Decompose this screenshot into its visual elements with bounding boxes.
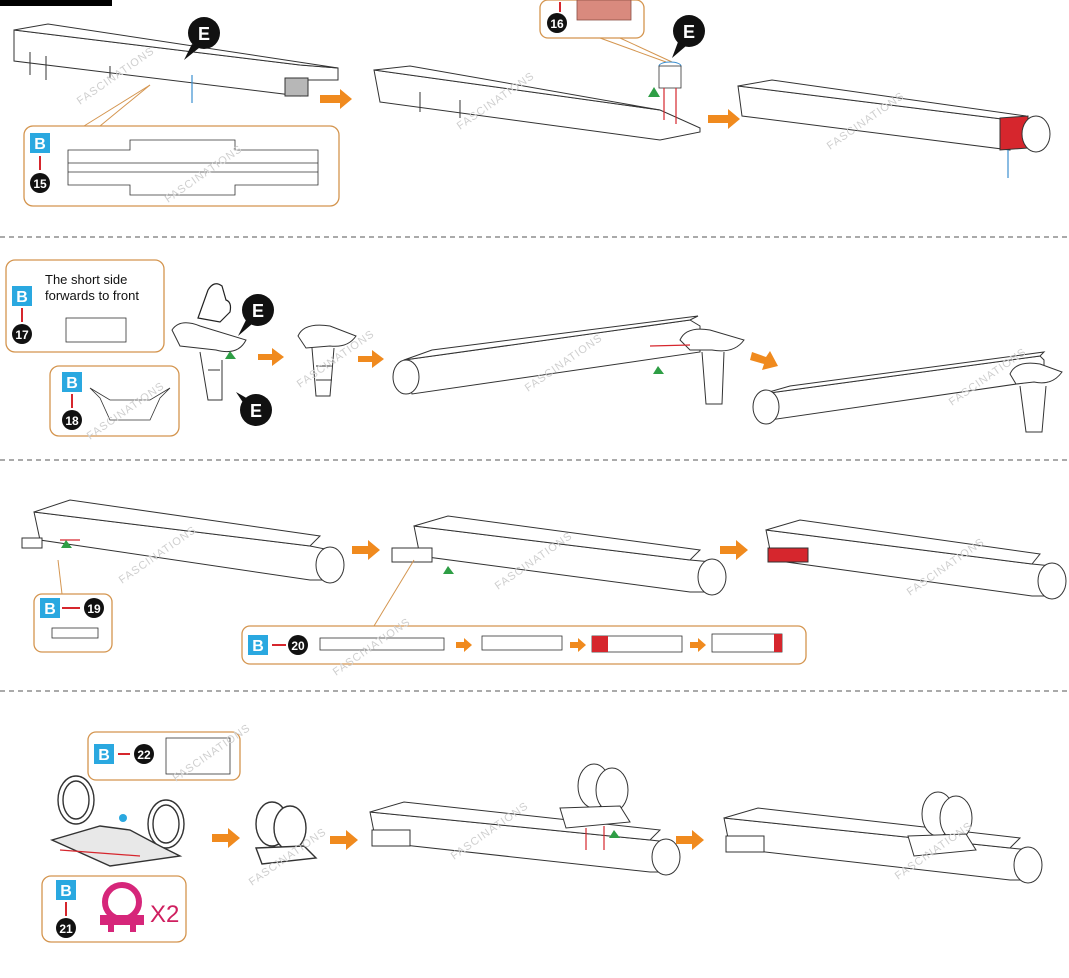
svg-text:15: 15 [33, 177, 47, 191]
orange-arrow-icon [358, 350, 384, 368]
orange-arrow-icon [352, 540, 380, 560]
part-label-B: B [56, 880, 76, 916]
flat-part-18 [89, 387, 171, 421]
flat-part-15 [67, 139, 319, 196]
part-label-B: B [62, 372, 82, 408]
svg-text:17: 17 [15, 328, 29, 342]
circled-number-icon: 16 [547, 13, 567, 33]
part-label-B: B [12, 286, 32, 322]
svg-text:21: 21 [59, 922, 73, 936]
svg-text:E: E [250, 401, 262, 421]
svg-text:B: B [34, 136, 46, 153]
ring-part-icon [100, 882, 144, 932]
pointing-hand-icon [197, 283, 232, 323]
beam-step19 [21, 499, 345, 584]
step17-note-line2: forwards to front [45, 288, 139, 303]
orange-arrow-icon [690, 638, 706, 652]
part-17-assembly [171, 322, 247, 401]
glue-dot [119, 814, 127, 822]
flat-part-19 [51, 627, 99, 639]
circled-number-icon: 17 [12, 324, 32, 344]
orange-arrow-icon [676, 830, 704, 850]
part-label-B: B [30, 133, 50, 170]
orange-arrow-icon [212, 828, 240, 848]
flat-part-22 [165, 737, 231, 775]
part-label-B: B [40, 598, 80, 618]
double-ring-part [255, 801, 318, 865]
svg-text:20: 20 [291, 639, 305, 653]
orange-arrow-icon [456, 638, 472, 652]
svg-text:B: B [252, 638, 264, 655]
connector-badge-icon: E [672, 15, 705, 58]
circled-number-icon: 22 [134, 744, 154, 764]
step17-note-line1: The short side [45, 272, 127, 287]
svg-text:E: E [198, 24, 210, 44]
ring-count-label: X2 [150, 901, 179, 928]
hint-triangle [648, 87, 660, 97]
orange-arrow-icon [330, 830, 358, 850]
svg-text:19: 19 [87, 602, 101, 616]
section-dividers [0, 236, 1069, 692]
beam-step18-result [752, 351, 1063, 433]
beam-step16 [373, 65, 701, 141]
orange-arrow-icon [258, 348, 284, 366]
beam-step15 [13, 23, 339, 103]
flat-part-20 [319, 637, 445, 651]
orange-arrow-icon [720, 540, 748, 560]
beam-step16-result [737, 79, 1051, 178]
connector-badge-icon: E [184, 17, 220, 60]
ring-assembly [49, 775, 185, 867]
circled-number-icon: 15 [30, 173, 50, 193]
beam-step17 [392, 315, 745, 405]
beam-final [723, 791, 1043, 884]
svg-text:B: B [98, 747, 110, 764]
header-tab [0, 0, 112, 6]
flat-part-17 [65, 317, 127, 343]
circled-number-icon: 18 [62, 410, 82, 430]
svg-text:B: B [44, 601, 56, 618]
tab-part-16 [576, 0, 632, 21]
circled-number-icon: 19 [84, 598, 104, 618]
connector-badge-icon: E [236, 392, 272, 426]
beam-step20-result [765, 519, 1067, 600]
svg-text:22: 22 [137, 748, 151, 762]
part-label-B: B [248, 635, 286, 655]
svg-text:18: 18 [65, 414, 79, 428]
connector-badge-icon: E [238, 294, 274, 336]
orange-arrow-icon [750, 351, 778, 370]
clip-part [297, 324, 357, 397]
part-label-B: B [94, 744, 130, 764]
orange-arrow-icon [708, 109, 740, 129]
orange-arrow-icon [320, 89, 352, 109]
svg-text:B: B [60, 883, 72, 900]
svg-text:16: 16 [550, 17, 564, 31]
beam-step21 [369, 763, 681, 876]
svg-text:E: E [683, 22, 695, 42]
callout-step21 [41, 875, 187, 943]
svg-text:B: B [16, 289, 28, 306]
svg-text:E: E [252, 301, 264, 321]
circled-number-icon: 21 [56, 918, 76, 938]
beam-step20 [391, 515, 727, 596]
circled-number-icon: 20 [288, 635, 308, 655]
orange-arrow-icon [570, 638, 586, 652]
svg-text:B: B [66, 375, 78, 392]
